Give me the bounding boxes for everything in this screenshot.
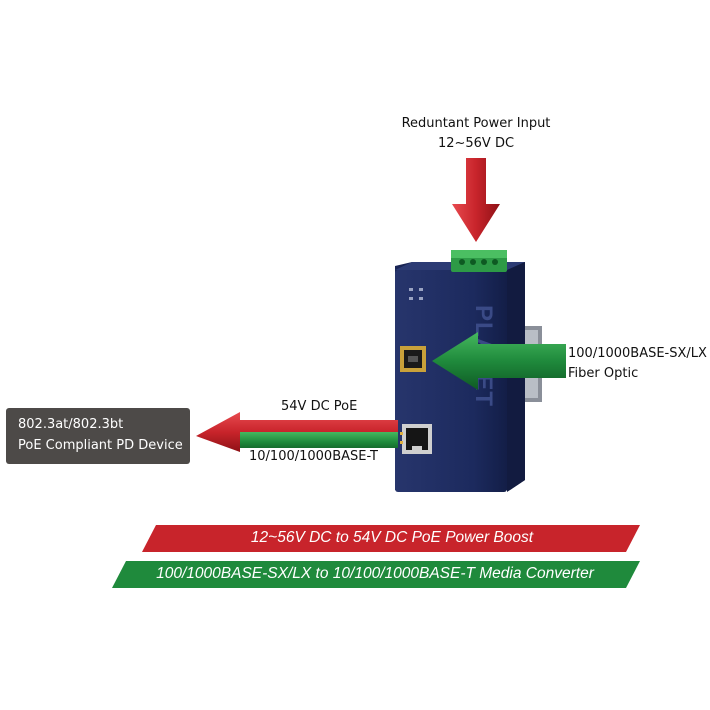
- power-terminal-block: [451, 250, 507, 272]
- power-input-label: Reduntant Power Input 12~56V DC: [396, 114, 556, 154]
- media-converter-banner: [112, 561, 640, 588]
- media-converter-device: [395, 250, 525, 492]
- power-boost-text: 12~56V DC to 54V DC PoE Power Boost: [250, 529, 534, 546]
- data-output-arrow: [240, 432, 398, 452]
- rj45-poe-port: [400, 424, 432, 454]
- fiber-standard: 100/1000BASE-SX/LX: [568, 346, 707, 361]
- power-input-voltage: 12~56V DC: [437, 136, 515, 151]
- pd-description: PoE Compliant PD Device: [18, 438, 183, 453]
- copper-standard-label: 10/100/1000BASE-T: [249, 449, 378, 464]
- power-input-arrow: [452, 158, 500, 242]
- pd-device-box: 802.3at/802.3bt PoE Compliant PD Device: [6, 408, 190, 464]
- fiber-type: Fiber Optic: [568, 366, 639, 381]
- media-converter-text: 100/1000BASE-SX/LX to 10/100/1000BASE-T …: [156, 565, 594, 582]
- poe-voltage-label: 54V DC PoE: [281, 399, 358, 414]
- power-boost-banner: [142, 525, 640, 552]
- power-input-title: Reduntant Power Input: [401, 116, 551, 131]
- pd-standard: 802.3at/802.3bt: [18, 417, 124, 432]
- fiber-input-arrow: [432, 332, 566, 390]
- fiber-label: 100/1000BASE-SX/LX Fiber Optic: [568, 344, 707, 384]
- sfp-fiber-port: [400, 346, 426, 372]
- status-leds: [409, 288, 423, 300]
